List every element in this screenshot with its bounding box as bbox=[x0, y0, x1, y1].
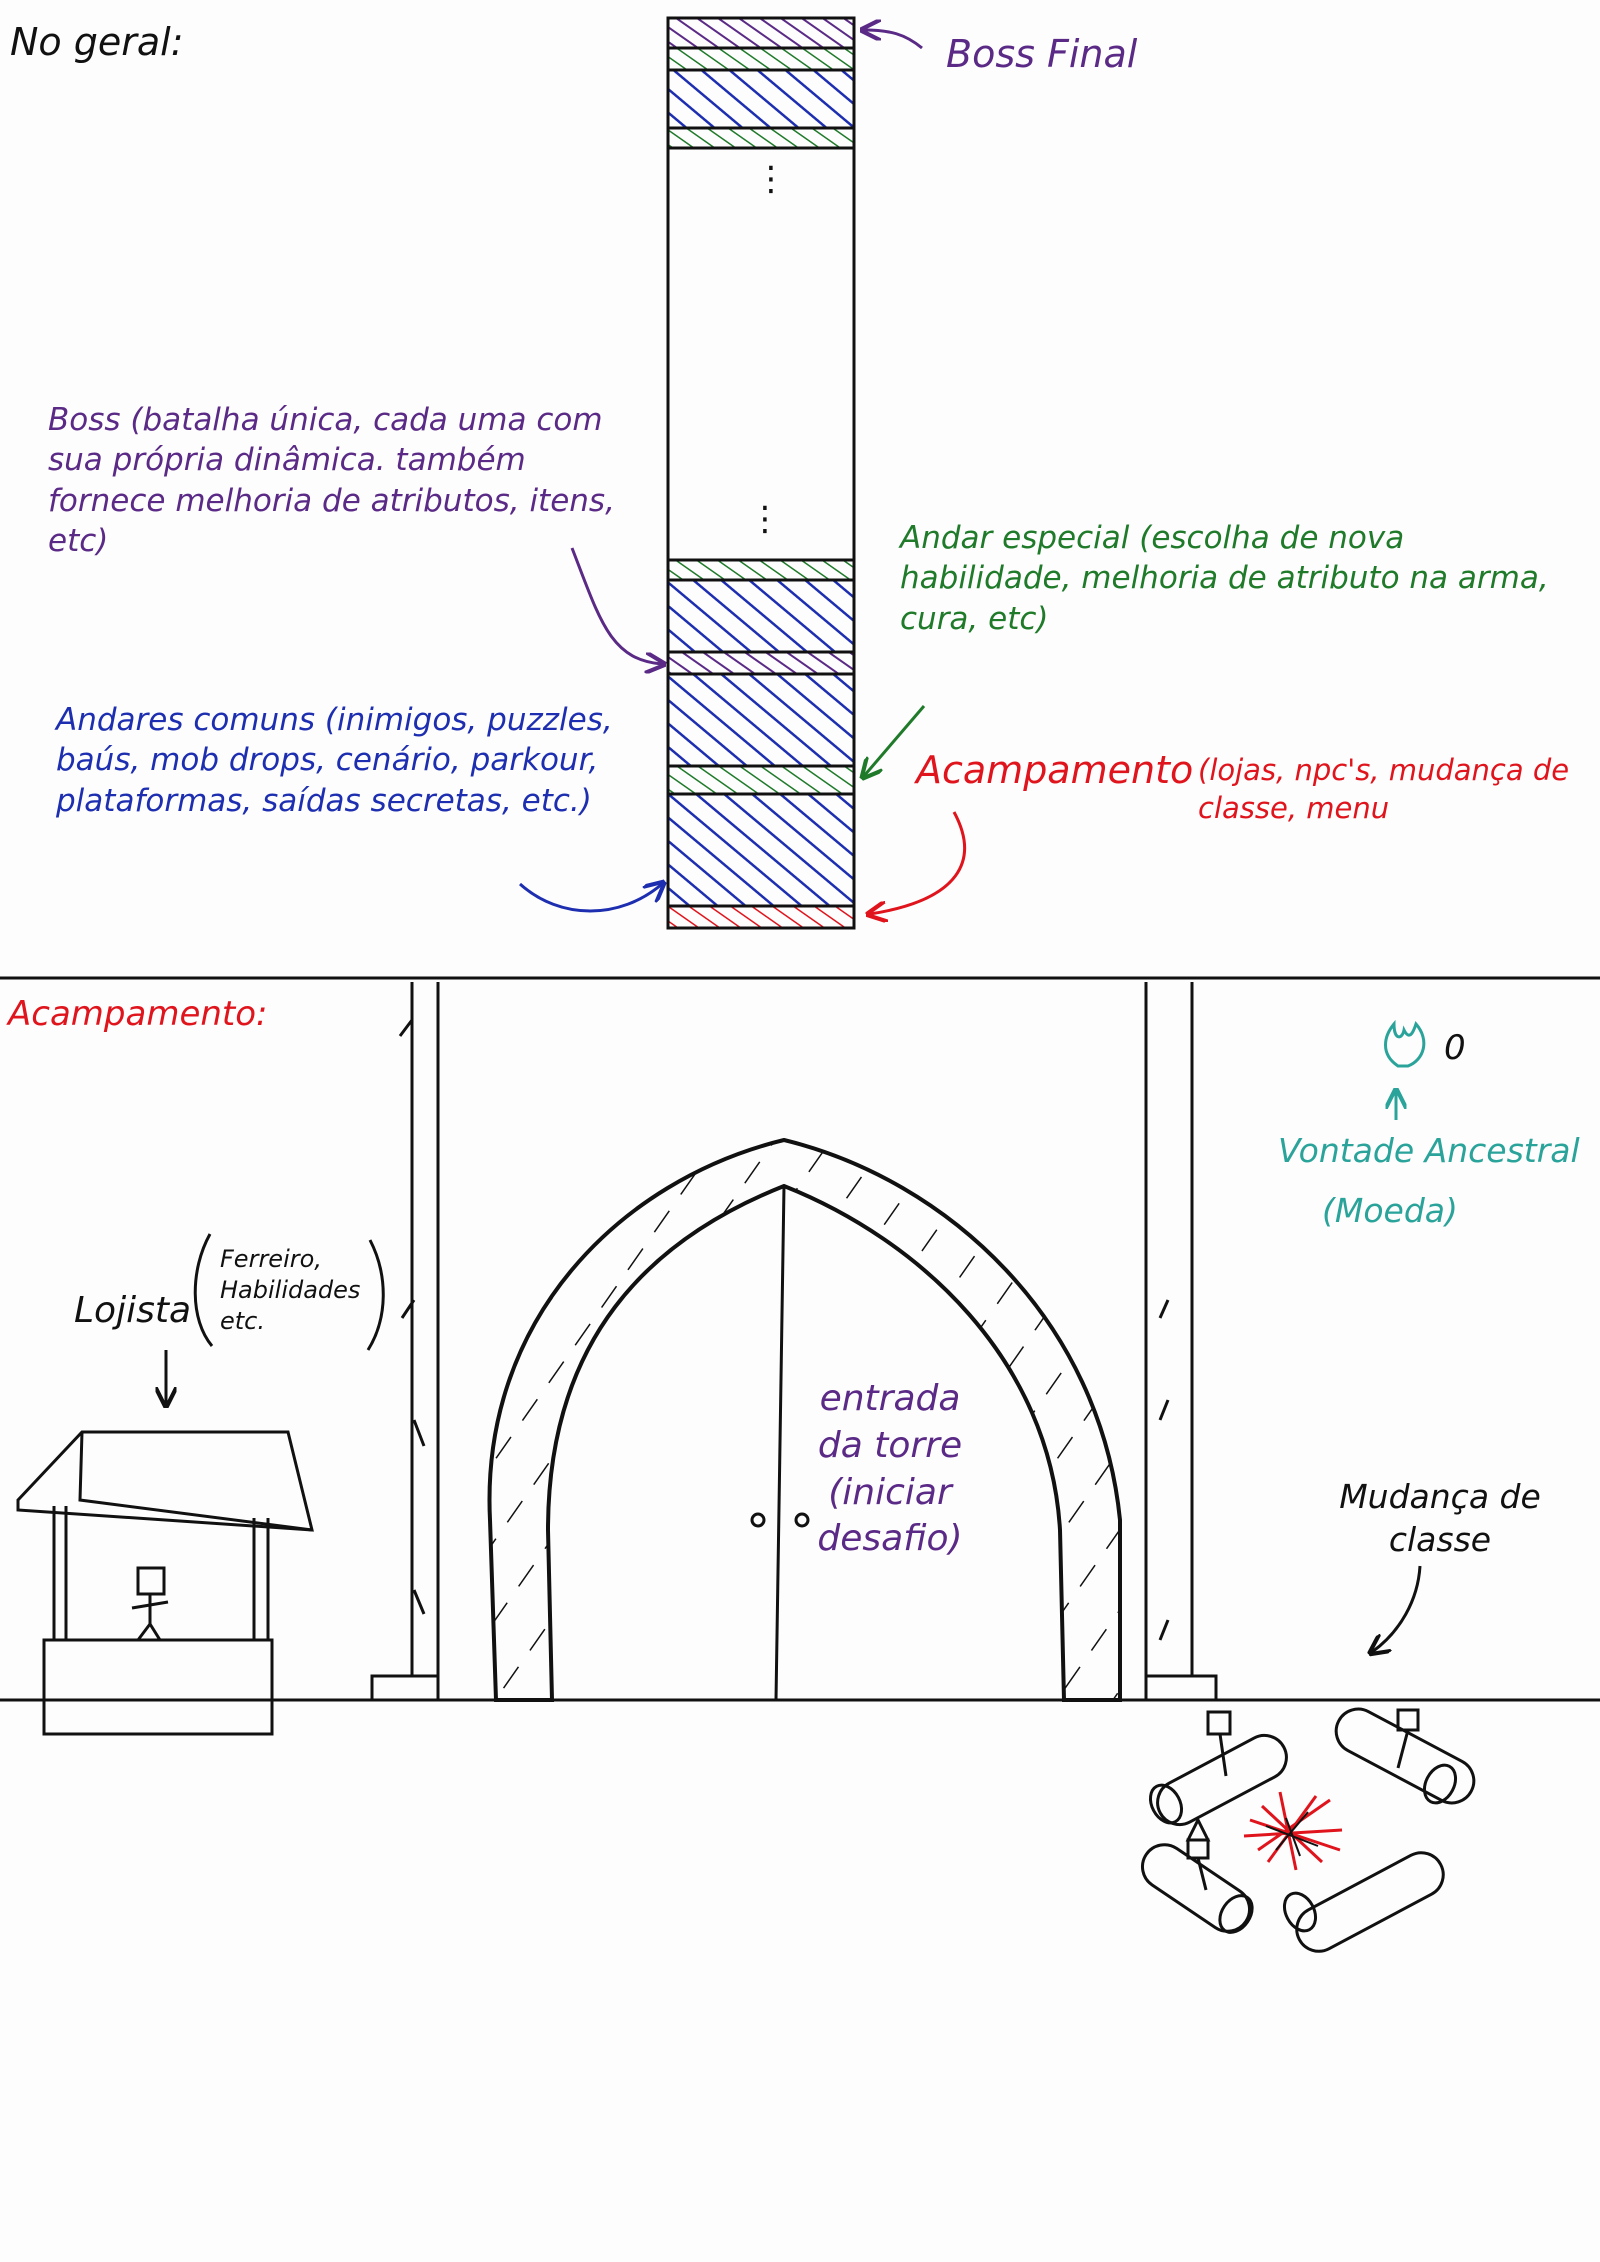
final-boss-label: Boss Final bbox=[946, 32, 1138, 76]
arrow-special bbox=[864, 705, 926, 776]
log bbox=[1156, 1733, 1288, 1827]
shopkeeper-figure bbox=[136, 1566, 166, 1596]
pillar-right bbox=[1144, 982, 1218, 1702]
gate-door-seam bbox=[774, 1185, 786, 1701]
arrow-common bbox=[518, 884, 662, 913]
floor-special bbox=[666, 558, 856, 582]
boss-note: Boss (batalha única, cada uma com sua pr… bbox=[48, 402, 615, 559]
shopkeeper-label: Lojista bbox=[74, 1290, 192, 1331]
camp-note-detail: (lojas, npc's, mudança de classe, menu bbox=[1198, 753, 1570, 825]
shopkeeper-bracket-right bbox=[366, 1239, 385, 1351]
camp-heading: Acampamento: bbox=[8, 994, 268, 1034]
floor-special bbox=[666, 46, 856, 72]
currency-sub: (Moeda) bbox=[1322, 1191, 1458, 1230]
arrow-boss bbox=[570, 547, 662, 664]
floor-common bbox=[666, 68, 856, 130]
log bbox=[1295, 1851, 1445, 1953]
class-figure bbox=[1206, 1710, 1232, 1736]
ellipsis-bottom: ⋮ bbox=[748, 499, 782, 539]
fire bbox=[1243, 1791, 1343, 1871]
floor-camp bbox=[666, 904, 856, 930]
floor-special bbox=[666, 126, 856, 150]
tower-diagram: ⋮ ⋮ bbox=[666, 16, 856, 930]
floor-common bbox=[666, 672, 856, 768]
overview-heading: No geral: bbox=[10, 20, 184, 64]
shopkeeper-bracket-left bbox=[193, 1233, 214, 1347]
door-handle-left bbox=[750, 1512, 766, 1528]
floor-common bbox=[666, 792, 856, 908]
door-handle-right bbox=[794, 1512, 810, 1528]
pillar-left bbox=[370, 982, 440, 1702]
arrow-camp bbox=[870, 811, 966, 914]
common-floors-note: Andares comuns (inimigos, puzzles, baús,… bbox=[56, 702, 613, 819]
tower-gate bbox=[487, 1137, 1122, 1702]
floor-common bbox=[666, 578, 856, 654]
ellipsis-top: ⋮ bbox=[754, 159, 788, 199]
floor-boss bbox=[666, 650, 856, 676]
class-change-label: Mudança de classe bbox=[1339, 1477, 1541, 1559]
campfire bbox=[1140, 1707, 1476, 1953]
arrow-final-boss bbox=[864, 30, 923, 50]
floor-special bbox=[666, 764, 856, 796]
floor-final-boss bbox=[666, 16, 856, 50]
class-figure bbox=[1396, 1708, 1420, 1732]
tower-entrance-label[interactable]: entrada da torre (iniciar desafio) bbox=[817, 1378, 963, 1560]
fire-core bbox=[1265, 1811, 1319, 1857]
camp-note-title: Acampamento bbox=[916, 748, 1194, 792]
log bbox=[1140, 1843, 1252, 1933]
special-floor-note: Andar especial (escolha de nova habilida… bbox=[900, 520, 1549, 637]
shop-stall bbox=[16, 1430, 314, 1736]
currency-value: 0 bbox=[1444, 1028, 1466, 1068]
shopkeeper-detail: Ferreiro, Habilidades etc. bbox=[220, 1245, 361, 1336]
currency-label: Vontade Ancestral bbox=[1278, 1131, 1580, 1170]
flame-icon bbox=[1384, 1019, 1426, 1068]
log bbox=[1334, 1707, 1476, 1805]
arrow-class-change bbox=[1372, 1565, 1422, 1652]
